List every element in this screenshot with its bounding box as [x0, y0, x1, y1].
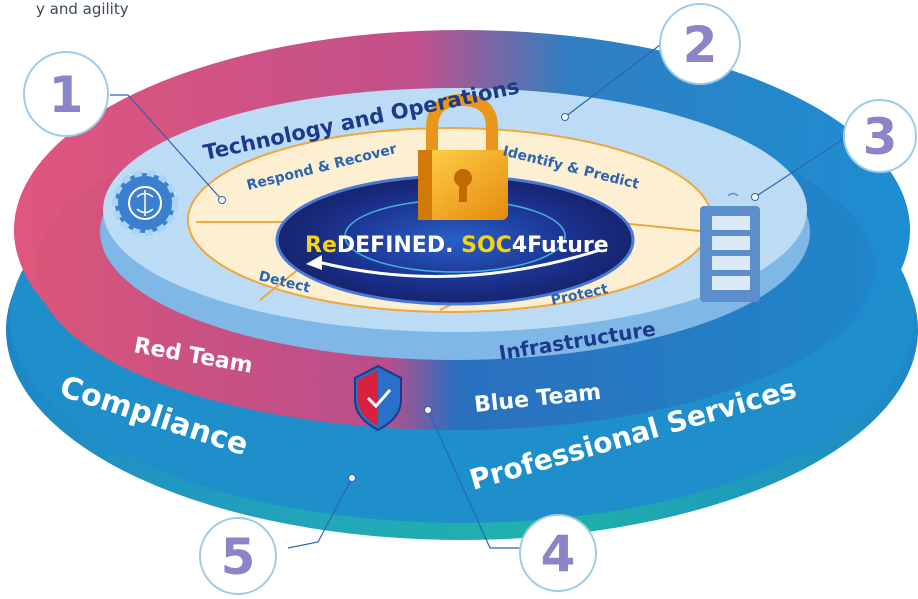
number-badge-3: 3 — [843, 99, 917, 173]
number-badge-1: 1 — [23, 51, 109, 137]
number-1: 1 — [49, 66, 84, 124]
number-3: 3 — [863, 108, 898, 166]
leader-line-4 — [427, 409, 520, 549]
refresh-arrow-head — [306, 255, 322, 270]
core-future: 4Future — [512, 233, 609, 258]
leader-line-1 — [110, 94, 223, 201]
leader-line-5 — [287, 477, 353, 549]
shield-check-icon — [354, 364, 402, 432]
leader-dot-3 — [751, 193, 759, 201]
leader-line-2 — [564, 44, 661, 118]
leader-dot-2 — [561, 113, 569, 121]
leader-dot-5 — [348, 474, 356, 482]
leader-dot-1 — [218, 196, 226, 204]
top-caption: y and agility — [36, 0, 129, 18]
number-badge-5: 5 — [199, 517, 277, 595]
server-rack-icon — [700, 192, 760, 302]
phase-divider — [196, 221, 711, 311]
core-title: ReDEFINED. SOC4Future — [305, 233, 609, 258]
number-badge-2: 2 — [659, 3, 741, 85]
number-4: 4 — [541, 525, 576, 583]
number-5: 5 — [221, 528, 256, 586]
refresh-arrow-icon — [317, 248, 601, 278]
core-defined: DEFINED. — [337, 233, 461, 258]
leader-line-3 — [754, 135, 849, 198]
number-badge-4: 4 — [519, 514, 597, 592]
core-soc: SOC — [461, 233, 512, 258]
leader-dot-4 — [424, 406, 432, 414]
brain-gear-icon — [112, 170, 178, 236]
padlock-icon — [418, 93, 508, 220]
core-re: Re — [305, 233, 337, 258]
number-2: 2 — [683, 16, 718, 74]
